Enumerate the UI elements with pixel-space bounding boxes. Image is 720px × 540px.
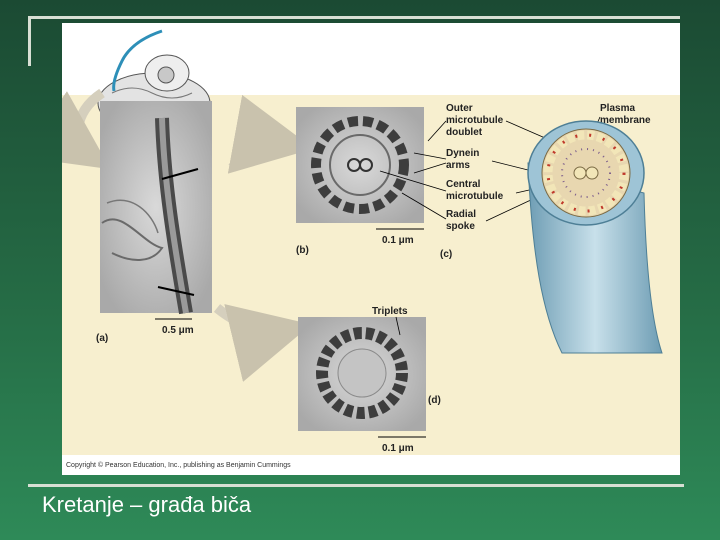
central-microtubule-label-2: microtubule (446, 191, 504, 202)
outer-doublet-label-2: microtubule (446, 115, 504, 126)
panel-d-label: (d) (428, 395, 441, 406)
micrograph-d (298, 317, 426, 431)
panel-c-label: (c) (440, 249, 452, 260)
slide-title: Kretanje – građa biča (42, 492, 251, 518)
plasma-membrane-label-1: Plasma (600, 103, 635, 114)
scale-bar-a-label: 0.5 μm (162, 325, 194, 336)
frame-bottom-line (28, 484, 684, 487)
radial-spoke-label-1: Radial (446, 209, 476, 220)
frame-left-line (28, 16, 31, 66)
central-microtubule-label-1: Central (446, 179, 481, 190)
outer-doublet-label-1: Outer (446, 103, 473, 114)
micrograph-a (100, 101, 212, 313)
radial-spoke-label-2: spoke (446, 221, 475, 232)
copyright-text: Copyright © Pearson Education, Inc., pub… (66, 461, 291, 469)
outer-doublet-label-3: doublet (446, 127, 483, 138)
dynein-arms-label-2: arms (446, 160, 470, 171)
panel-b-label: (b) (296, 245, 309, 256)
frame-top-line (28, 16, 680, 19)
scale-bar-d-label: 0.1 μm (382, 443, 414, 454)
flagellum-structure-figure: 0.5 μm (a) 0.1 μm (b) Triplets 0.1 μm (d… (62, 23, 680, 475)
scale-bar-b-label: 0.1 μm (382, 235, 414, 246)
triplets-label: Triplets (372, 306, 408, 317)
micrograph-b (296, 107, 424, 223)
panel-a-label: (a) (96, 333, 108, 344)
dynein-arms-label-1: Dynein (446, 148, 479, 159)
